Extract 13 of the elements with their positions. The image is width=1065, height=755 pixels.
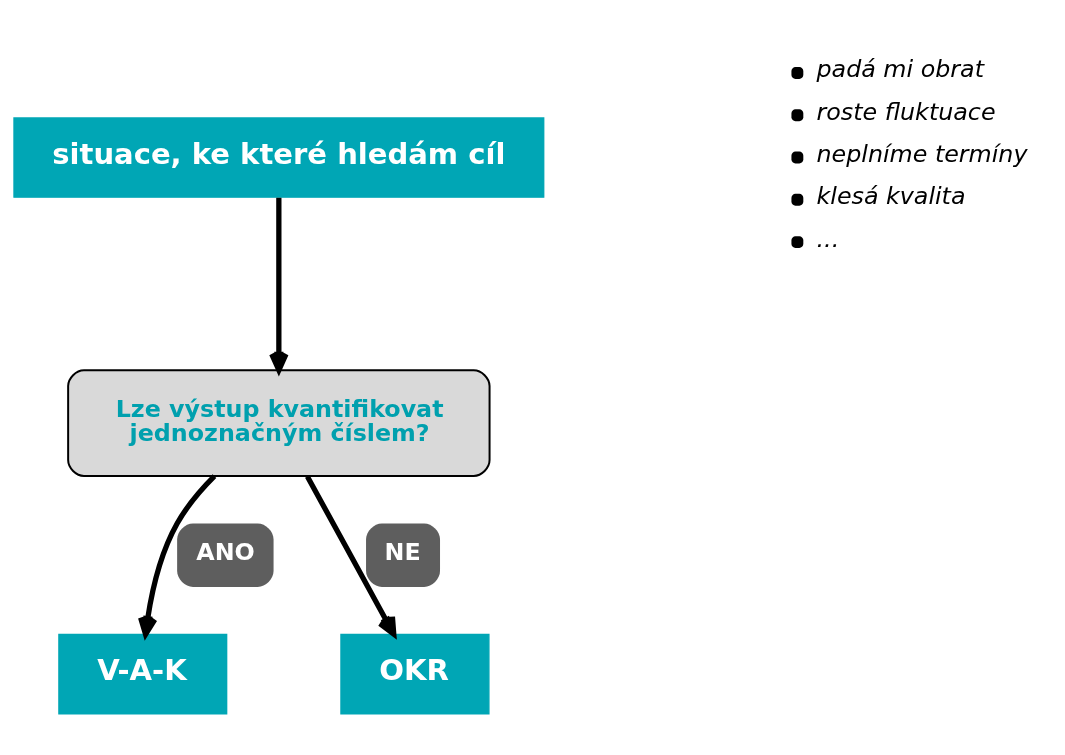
edge-label: NE — [384, 537, 421, 566]
label: ... — [816, 224, 840, 253]
label: padá mi obrat — [816, 55, 984, 84]
arrow — [305, 475, 397, 637]
label: klesá kvalita — [816, 182, 966, 211]
arrow — [138, 474, 217, 638]
edge-label: ANO — [196, 537, 255, 566]
node-box: Lze výstup kvantifikovat jednoznačným číslem? — [67, 369, 491, 477]
node-box: V-A-K — [58, 633, 228, 715]
label: neplníme termíny — [816, 140, 1028, 169]
node-box: situace, ke které hledám cíl — [13, 117, 545, 198]
node-box: OKR — [340, 633, 490, 715]
label: roste fluktuace — [816, 97, 996, 126]
